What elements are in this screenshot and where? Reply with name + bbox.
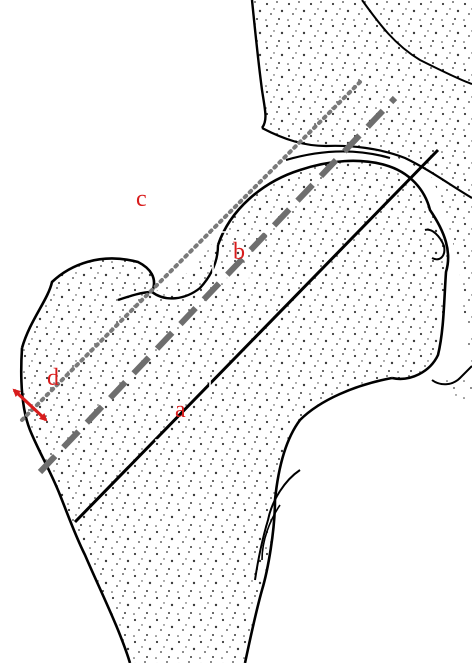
label-b: b xyxy=(233,239,245,265)
femur-bone xyxy=(21,151,448,663)
label-a: a xyxy=(175,397,186,423)
label-c: c xyxy=(136,186,147,212)
label-d: d xyxy=(47,365,59,391)
